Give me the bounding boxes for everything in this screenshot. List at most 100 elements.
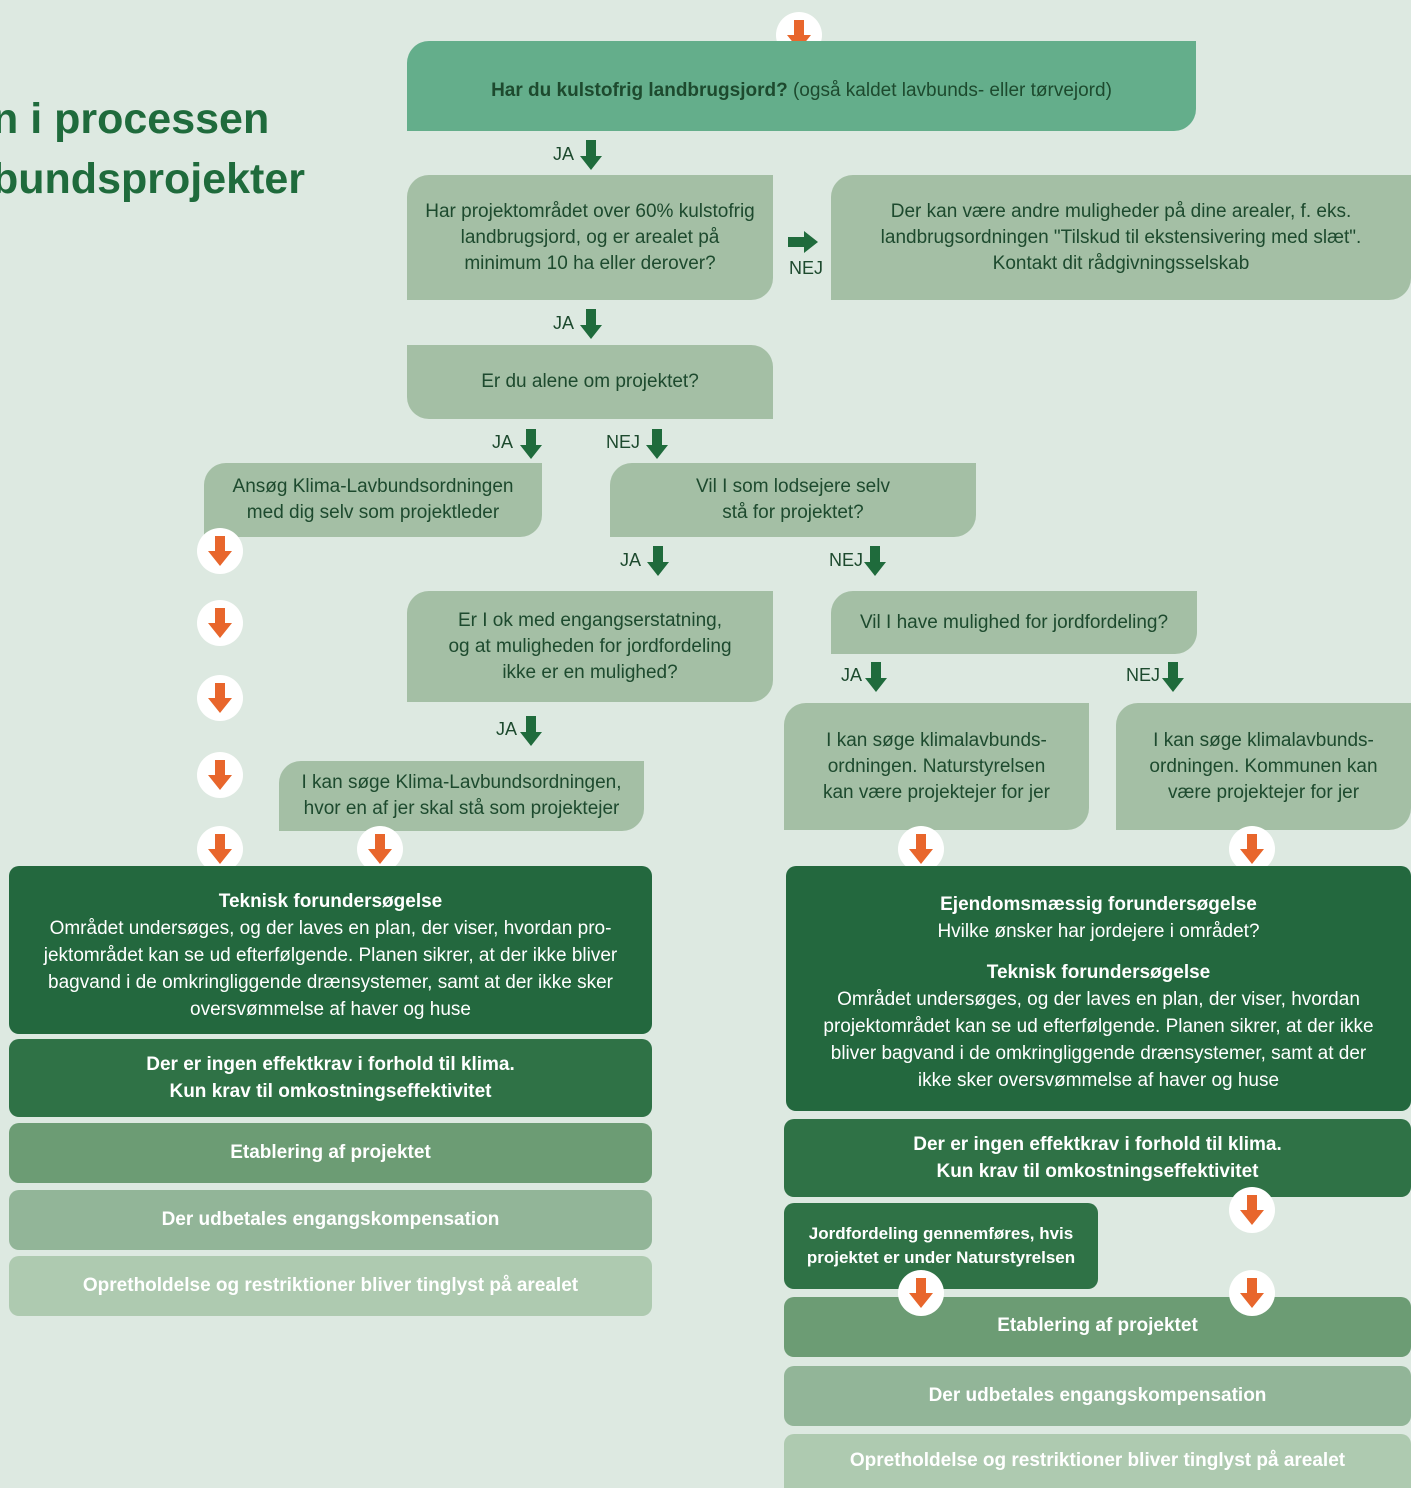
left-effect-requirement: Der er ingen effektkrav i forhold til kl… xyxy=(9,1039,652,1117)
right-land-distribution-l2: projektet er under Naturstyrelsen xyxy=(806,1248,1076,1267)
alternative-options-l3: Kontakt dit rådgivningsselskab xyxy=(992,252,1250,274)
right-compensation: Der udbetales engangskompensation xyxy=(784,1366,1411,1426)
label-nej-1: NEJ xyxy=(789,258,824,278)
right-maintenance: Opretholdelse og restriktioner bliver ti… xyxy=(784,1434,1411,1488)
arrow-down-icon xyxy=(1162,662,1184,692)
step-arrow-icon xyxy=(1229,826,1275,872)
arrow-down-icon xyxy=(864,546,886,576)
apply-self-l2: med dig selv som projektleder xyxy=(246,502,500,523)
question-kulstofrig-bold: Har du kulstofrig landbrugsjord? xyxy=(491,80,788,101)
label-ja-6: JA xyxy=(496,719,518,739)
apply-self-l1: Ansøg Klima-Lavbundsordningen xyxy=(232,476,514,497)
label-ja-2: JA xyxy=(553,313,575,333)
apply-group-l2: hvor en af jer skal stå som projektejer xyxy=(303,798,620,819)
right-property-study-title: Ejendomsmæssig forundersøgelse xyxy=(940,894,1257,915)
question-60-percent: Har projektområdet over 60% kulstofrig l… xyxy=(407,175,773,300)
step-arrow-icon xyxy=(197,826,243,872)
right-technical-study-l1: Området undersøges, og der laves en plan… xyxy=(837,989,1360,1010)
page-title-line2: bundsprojekter xyxy=(0,155,305,203)
question-alone: Er du alene om projektet? xyxy=(407,345,773,419)
arrow-down-icon xyxy=(580,140,602,170)
apply-naturstyrelsen-l1: I kan søge klimalavbunds- xyxy=(826,729,1047,751)
right-land-distribution-l1: Jordfordeling gennemføres, hvis xyxy=(808,1224,1074,1243)
step-arrow-icon xyxy=(1229,1270,1275,1316)
right-maintenance-text: Opretholdelse og restriktioner bliver ti… xyxy=(849,1450,1346,1471)
left-establishment: Etablering af projektet xyxy=(9,1123,652,1183)
apply-kommune-l3: være projektejer for jer xyxy=(1167,781,1360,803)
step-arrow-icon xyxy=(197,600,243,646)
question-compensation-l2: og at muligheden for jordfordeling xyxy=(448,635,732,657)
apply-naturstyrelsen-l2: ordningen. Naturstyrelsen xyxy=(827,755,1046,777)
right-technical-study-l2: projektområdet kan se ud efterfølgende. … xyxy=(823,1016,1374,1037)
left-compensation-text: Der udbetales engangskompensation xyxy=(161,1209,500,1230)
label-ja-5: JA xyxy=(841,665,863,685)
label-ja-4: JA xyxy=(620,550,642,570)
arrow-down-icon xyxy=(580,309,602,339)
label-nej-3: NEJ xyxy=(829,550,864,570)
apply-group: I kan søge Klima-Lavbundsordningen, hvor… xyxy=(279,761,644,831)
question-60-percent-l2: landbrugsjord, og er arealet på xyxy=(460,226,720,248)
question-60-percent-l3: minimum 10 ha eller derover? xyxy=(464,252,716,274)
step-arrow-icon xyxy=(197,675,243,721)
arrow-down-icon xyxy=(646,429,668,459)
apply-self: Ansøg Klima-Lavbundsordningen med dig se… xyxy=(204,463,542,537)
apply-group-l1: I kan søge Klima-Lavbundsordningen, xyxy=(301,772,622,793)
right-property-study-text: Hvilke ønsker har jordejere i området? xyxy=(937,921,1260,942)
question-kulstofrig: Har du kulstofrig landbrugsjord? (også k… xyxy=(407,41,1196,131)
right-establishment-text: Etablering af projektet xyxy=(997,1315,1198,1336)
question-landowners-l1: Vil I som lodsejere selv xyxy=(696,476,890,497)
left-maintenance-text: Opretholdelse og restriktioner bliver ti… xyxy=(82,1275,579,1296)
page-title-line1: n i processen xyxy=(0,95,270,143)
left-compensation: Der udbetales engangskompensation xyxy=(9,1190,652,1250)
step-arrow-icon xyxy=(898,1270,944,1316)
step-arrow-icon xyxy=(898,826,944,872)
right-effect-requirement: Der er ingen effektkrav i forhold til kl… xyxy=(784,1119,1411,1197)
right-compensation-text: Der udbetales engangskompensation xyxy=(928,1385,1267,1406)
arrow-down-icon xyxy=(520,716,542,746)
apply-kommune-l2: ordningen. Kommunen kan xyxy=(1149,755,1378,777)
right-property-study: Ejendomsmæssig forundersøgelse Hvilke øn… xyxy=(786,866,1411,1111)
left-technical-study-l4: oversvømmelse af haver og huse xyxy=(190,998,471,1020)
label-ja-1: JA xyxy=(553,144,575,164)
left-technical-study-l1: Området undersøges, og der laves en plan… xyxy=(49,917,612,939)
alternative-options-l2: landbrugsordningen "Tilskud til ekstensi… xyxy=(880,226,1362,248)
left-technical-study-l2: jektområdet kan se ud efterfølgende. Pla… xyxy=(43,944,618,966)
label-nej-4: NEJ xyxy=(1126,665,1161,685)
alternative-options-l1: Der kan være andre muligheder på dine ar… xyxy=(890,200,1352,222)
arrow-down-icon xyxy=(520,429,542,459)
step-arrow-icon xyxy=(357,826,403,872)
step-arrow-icon xyxy=(1229,1187,1275,1233)
left-technical-study-l3: bagvand i de omkringliggende drænsysteme… xyxy=(48,971,613,993)
apply-kommune-l1: I kan søge klimalavbunds- xyxy=(1153,729,1374,751)
question-alone-text: Er du alene om projektet? xyxy=(481,371,699,392)
left-technical-study: Teknisk forundersøgelse Området undersøg… xyxy=(9,866,652,1034)
question-compensation: Er I ok med engangserstatning, og at mul… xyxy=(407,591,773,702)
left-effect-requirement-l1: Der er ingen effektkrav i forhold til kl… xyxy=(146,1054,515,1075)
label-ja-3: JA xyxy=(492,432,514,452)
question-compensation-l1: Er I ok med engangserstatning, xyxy=(457,609,723,631)
arrow-right-icon xyxy=(788,231,818,253)
question-land-distribution-text: Vil I have mulighed for jordfordeling? xyxy=(859,611,1169,633)
right-effect-requirement-l2: Kun krav til omkostningseffektivitet xyxy=(936,1161,1259,1182)
question-landowners-l2: stå for projektet? xyxy=(722,502,864,523)
right-technical-study-title: Teknisk forundersøgelse xyxy=(986,962,1211,983)
arrow-down-icon xyxy=(647,546,669,576)
alternative-options: Der kan være andre muligheder på dine ar… xyxy=(831,175,1411,300)
label-nej-2: NEJ xyxy=(606,432,641,452)
step-arrow-icon xyxy=(197,528,243,574)
apply-naturstyrelsen: I kan søge klimalavbunds- ordningen. Nat… xyxy=(784,703,1089,830)
left-technical-study-title: Teknisk forundersøgelse xyxy=(218,890,443,912)
question-60-percent-l1: Har projektområdet over 60% kulstofrig xyxy=(425,200,755,222)
right-land-distribution: Jordfordeling gennemføres, hvis projekte… xyxy=(784,1203,1098,1289)
question-landowners: Vil I som lodsejere selv stå for projekt… xyxy=(610,463,976,537)
question-kulstofrig-normal: (også kaldet lavbunds- eller tørvejord) xyxy=(787,80,1112,101)
arrow-down-icon xyxy=(865,662,887,692)
apply-naturstyrelsen-l3: kan være projektejer for jer xyxy=(822,781,1051,803)
right-technical-study-l4: ikke sker oversvømmelse af haver og huse xyxy=(917,1070,1280,1091)
step-arrow-icon xyxy=(197,752,243,798)
right-establishment: Etablering af projektet xyxy=(784,1297,1411,1357)
question-land-distribution: Vil I have mulighed for jordfordeling? xyxy=(831,591,1197,654)
right-technical-study-l3: bliver bagvand i de omkringliggende dræn… xyxy=(830,1043,1367,1064)
question-compensation-l3: ikke er en mulighed? xyxy=(502,661,678,683)
left-establishment-text: Etablering af projektet xyxy=(230,1142,431,1163)
